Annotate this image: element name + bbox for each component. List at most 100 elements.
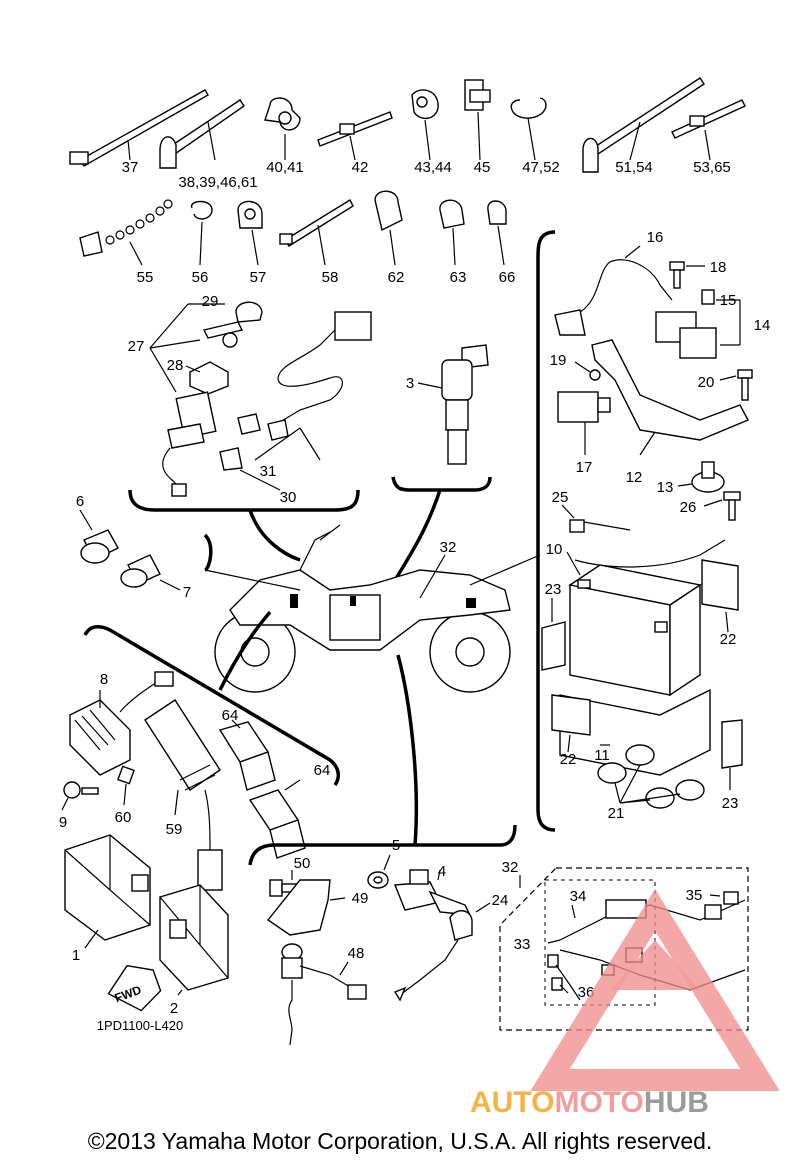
part-switch-7 bbox=[120, 554, 181, 591]
part-clamp-43 bbox=[411, 89, 439, 161]
callout-59: 59 bbox=[166, 821, 183, 838]
callout-4: 4 bbox=[438, 863, 446, 880]
callout-33: 33 bbox=[514, 936, 531, 953]
callout-58: 58 bbox=[322, 269, 339, 286]
callout-22a: 22 bbox=[720, 631, 737, 648]
callout-7: 7 bbox=[183, 584, 191, 601]
callout-60: 60 bbox=[115, 809, 132, 826]
callout-43: 43,44 bbox=[414, 159, 452, 176]
part-cable-10 bbox=[566, 539, 726, 576]
group-bracket-right bbox=[536, 230, 556, 832]
part-bead-strap-55 bbox=[79, 199, 173, 266]
group-bracket-left bbox=[83, 624, 341, 787]
callout-62: 62 bbox=[388, 269, 405, 286]
part-bolt-26 bbox=[703, 491, 741, 521]
part-clamp-62 bbox=[374, 190, 403, 266]
callout-45: 45 bbox=[474, 159, 491, 176]
callout-50: 50 bbox=[294, 855, 311, 872]
part-battery-11 bbox=[559, 564, 711, 776]
part-tie-42 bbox=[317, 111, 393, 161]
part-tie-58 bbox=[279, 199, 354, 266]
part-sensor-24 bbox=[393, 902, 491, 1002]
callout-37: 37 bbox=[122, 159, 139, 176]
part-clip-45 bbox=[464, 79, 491, 161]
callout-10: 10 bbox=[546, 541, 563, 558]
callout-53: 53,65 bbox=[693, 159, 731, 176]
part-wire-harness-30 bbox=[219, 311, 372, 491]
callout-25: 25 bbox=[552, 489, 569, 506]
part-regulator-8 bbox=[69, 671, 174, 776]
part-dampers-21 bbox=[597, 744, 705, 809]
callout-20: 20 bbox=[698, 374, 715, 391]
part-clamp-63 bbox=[439, 199, 465, 266]
leader-12 bbox=[639, 431, 656, 456]
part-tie-38 bbox=[159, 99, 245, 169]
callout-24: 24 bbox=[492, 892, 509, 909]
callout-64a: 64 bbox=[222, 707, 239, 724]
callout-32a: 32 bbox=[440, 539, 457, 556]
part-sensor-4 bbox=[393, 869, 472, 916]
leader-left-group bbox=[218, 610, 272, 691]
callout-27: 27 bbox=[128, 338, 145, 355]
group-bracket-switches bbox=[203, 533, 213, 572]
callout-66: 66 bbox=[499, 269, 516, 286]
callout-34: 34 bbox=[570, 888, 587, 905]
part-clamp-66 bbox=[487, 200, 507, 266]
callout-57: 57 bbox=[250, 269, 267, 286]
part-tie-51 bbox=[582, 77, 705, 173]
part-clip-47 bbox=[510, 97, 547, 161]
callout-8: 8 bbox=[100, 671, 108, 688]
part-screw-60 bbox=[117, 765, 135, 806]
group-bracket-coil bbox=[391, 476, 492, 492]
part-bracket-12 bbox=[574, 339, 749, 441]
callout-22b: 22 bbox=[560, 751, 577, 768]
callout-15: 15 bbox=[720, 292, 737, 309]
callout-32b: 32 bbox=[502, 859, 519, 876]
callout-9: 9 bbox=[59, 814, 67, 831]
copyright-notice: ©2013 Yamaha Motor Corporation, U.S.A. A… bbox=[87, 1128, 713, 1154]
part-ecu-59 bbox=[144, 699, 223, 891]
group-bracket-bottom bbox=[248, 824, 517, 866]
part-ignition-switch-27 bbox=[149, 301, 263, 497]
part-damper-13 bbox=[677, 461, 725, 493]
part-cable-16 bbox=[554, 245, 673, 336]
part-clip-56 bbox=[191, 200, 213, 266]
part-unit-2 bbox=[159, 884, 229, 996]
callout-23a: 23 bbox=[545, 581, 562, 598]
part-relays-64 bbox=[218, 719, 306, 859]
part-washer-5 bbox=[367, 854, 391, 889]
part-tie-53 bbox=[671, 99, 746, 161]
group-bracket-ignition bbox=[128, 489, 360, 512]
callout-23b: 23 bbox=[722, 795, 739, 812]
leader-switches bbox=[204, 569, 301, 591]
callout-64b: 64 bbox=[314, 762, 331, 779]
callout-51: 51,54 bbox=[615, 159, 653, 176]
part-bolt-18 bbox=[669, 261, 705, 289]
callout-19: 19 bbox=[550, 352, 567, 369]
part-clamp-57 bbox=[237, 200, 263, 266]
part-sensor-48 bbox=[281, 943, 367, 1046]
callout-29: 29 bbox=[202, 293, 219, 310]
diagram-code: 1PD1100-L420 bbox=[97, 1018, 184, 1033]
callout-40: 40,41 bbox=[266, 159, 304, 176]
leader-bottom-group bbox=[396, 654, 419, 846]
callout-26: 26 bbox=[680, 499, 697, 516]
callout-56: 56 bbox=[192, 269, 209, 286]
part-switch-6 bbox=[79, 509, 119, 564]
callout-5: 5 bbox=[392, 837, 400, 854]
callout-42: 42 bbox=[352, 159, 369, 176]
part-relay-14 bbox=[655, 289, 741, 359]
callout-2: 2 bbox=[170, 1000, 178, 1017]
callout-13: 13 bbox=[657, 479, 674, 496]
callout-47: 47,52 bbox=[522, 159, 560, 176]
brand-text: AUTOMOTOHUB bbox=[470, 1086, 709, 1119]
callout-63: 63 bbox=[450, 269, 467, 286]
callout-28: 28 bbox=[167, 357, 184, 374]
part-cdi-1 bbox=[64, 834, 151, 949]
callout-21: 21 bbox=[608, 805, 625, 822]
callout-55: 55 bbox=[137, 269, 154, 286]
part-pads-22-23 bbox=[541, 559, 743, 790]
callout-3: 3 bbox=[406, 375, 414, 392]
callout-12: 12 bbox=[626, 469, 643, 486]
